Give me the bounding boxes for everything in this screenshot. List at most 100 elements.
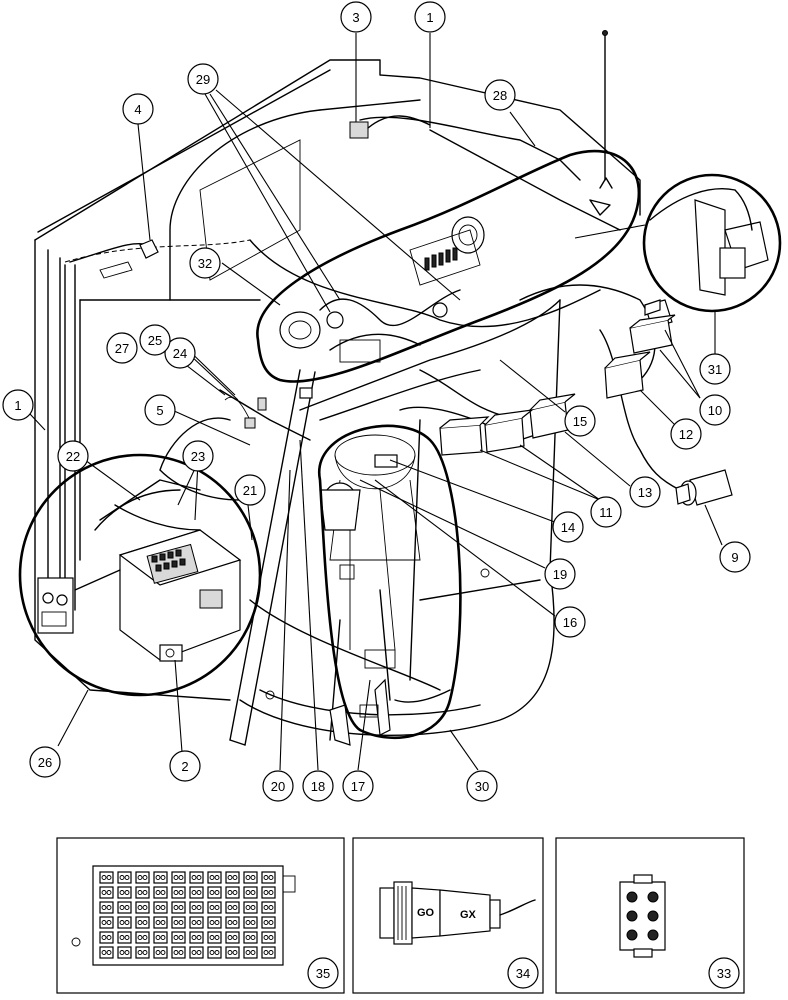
speaker-right: [451, 216, 485, 254]
fuse-contact: [196, 935, 202, 940]
fuse-contact: [137, 875, 143, 880]
callout-2: 2: [169, 750, 201, 782]
fuse-slot: [225, 901, 240, 914]
callout-label: 31: [708, 362, 722, 377]
fuse-contact: [119, 890, 125, 895]
fuse-slot: [189, 886, 204, 899]
fuse-contact: [137, 935, 143, 940]
fuse-contact: [155, 935, 161, 940]
fuse-contact: [119, 950, 125, 955]
fuse-contact: [106, 890, 112, 895]
fuse-slot: [189, 931, 204, 944]
fuse-slot: [189, 916, 204, 929]
fuse-contact: [214, 920, 220, 925]
fuse-slot: [225, 946, 240, 959]
fuse-contact: [173, 890, 179, 895]
callout-35: 35: [307, 957, 339, 989]
fuse-contact: [214, 950, 220, 955]
fuse-contact: [263, 875, 269, 880]
callout-label: 11: [599, 505, 613, 520]
fuse-contact: [173, 920, 179, 925]
fuse-contact: [191, 935, 197, 940]
fuse-contact: [191, 920, 197, 925]
fuse-slot: [117, 886, 132, 899]
callout-label: 12: [679, 427, 693, 442]
fuse-slot: [189, 901, 204, 914]
fuse-contact: [232, 875, 238, 880]
fuse-contact: [119, 905, 125, 910]
detail-circle-26: [18, 453, 262, 697]
callout-label: 4: [134, 102, 141, 117]
callout-label: 23: [191, 449, 205, 464]
callout-20: 20: [262, 770, 294, 802]
fuse-contact: [245, 875, 251, 880]
callout-label: 24: [173, 346, 187, 361]
fuse-slot: [207, 946, 222, 959]
fuse-contact: [268, 935, 274, 940]
fuse-contact: [101, 950, 107, 955]
callout-34: 34: [507, 957, 539, 989]
relay-box-11b: [439, 416, 490, 456]
callout-label: 5: [156, 403, 163, 418]
callout-label: 25: [148, 333, 162, 348]
callout-19: 19: [544, 558, 576, 590]
fuse-slot: [153, 871, 168, 884]
round-connector-34: GO GX: [379, 881, 536, 945]
fuse-contact: [160, 875, 166, 880]
callout-label: 19: [553, 567, 567, 582]
fuse-contact: [196, 890, 202, 895]
fuse-contact: [173, 950, 179, 955]
fuse-contact: [191, 875, 197, 880]
fuse-slot: [99, 901, 114, 914]
callout-label: 9: [731, 550, 738, 565]
callout-17: 17: [342, 770, 374, 802]
fuse-contact: [137, 950, 143, 955]
fuse-slot: [117, 871, 132, 884]
fuse-slot: [135, 931, 150, 944]
fuse-contact: [178, 950, 184, 955]
fuse-slot: [99, 946, 114, 959]
fuse-contact: [250, 905, 256, 910]
fuse-slot: [135, 871, 150, 884]
callout-label: 35: [316, 966, 330, 981]
callout-label: 2: [181, 759, 188, 774]
fuse-slot: [99, 871, 114, 884]
cab-components: [99, 115, 733, 746]
fuse-slot: [117, 946, 132, 959]
callout-label: 3: [352, 10, 359, 25]
fuse-contact: [106, 950, 112, 955]
header-switch-bank: [424, 247, 458, 271]
callout-29: 29: [187, 63, 219, 95]
detail-circle-31: [642, 173, 782, 313]
fuse-contact: [101, 875, 107, 880]
fuse-contact: [160, 890, 166, 895]
fuse-contact: [119, 875, 125, 880]
callout-label: 16: [563, 615, 577, 630]
fuse-slot: [117, 931, 132, 944]
callout-label: 27: [115, 341, 129, 356]
fuse-contact: [106, 905, 112, 910]
fuse-slot: [207, 871, 222, 884]
fuse-slot: [153, 946, 168, 959]
fuse-contact: [268, 905, 274, 910]
fuse-contact: [263, 935, 269, 940]
callout-22: 22: [57, 440, 89, 472]
callout-label: 1: [14, 398, 21, 413]
fuse-contact: [227, 950, 233, 955]
fuse-contact: [250, 950, 256, 955]
callout-label: 22: [66, 449, 80, 464]
fuse-slot: [243, 916, 258, 929]
fuse-contact: [245, 905, 251, 910]
detail-loop-30: [318, 424, 462, 740]
callout-4: 4: [122, 93, 154, 125]
fuse-contact: [227, 875, 233, 880]
fuse-contact: [155, 950, 161, 955]
fuse-contact: [209, 875, 215, 880]
fuse-contact: [268, 890, 274, 895]
callout-11: 11: [590, 496, 622, 528]
callout-label: 29: [196, 72, 210, 87]
fuse-contact: [137, 920, 143, 925]
fuse-contact: [196, 905, 202, 910]
callout-label: 1: [426, 10, 433, 25]
